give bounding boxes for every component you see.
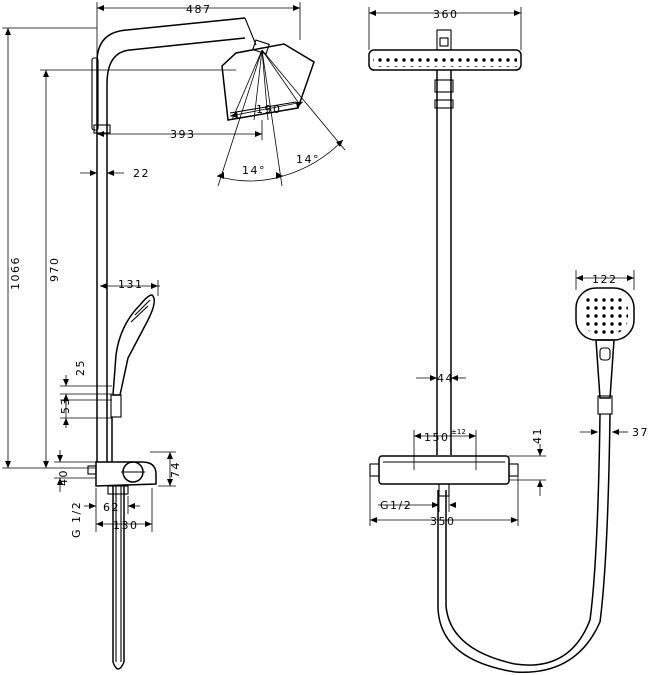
dimension-lines-handshower — [575, 270, 635, 435]
label-dim-41: 41 — [531, 427, 544, 444]
label-angle-left: 14° — [242, 164, 266, 177]
thermostat-side — [87, 461, 157, 495]
hand-shower-side — [110, 294, 155, 670]
label-inlet-thread-front: G1/2 — [380, 499, 412, 512]
label-inlet-thread-side: G 1/2 — [70, 501, 83, 538]
label-column-width: 44 — [437, 372, 454, 385]
thermostat-front — [369, 455, 519, 497]
label-pipe-diameter: 22 — [133, 167, 150, 180]
side-view: 487 393 190 14° 14° 22 1066 970 131 25 5… — [2, 2, 346, 670]
hand-shower-front: 122 37 — [437, 270, 649, 673]
label-head-offset: 393 — [170, 128, 196, 141]
label-arm-length: 487 — [186, 3, 212, 16]
overhead-shower-side — [221, 39, 315, 121]
front-view: 360 44 150 ±12 41 G1/2 350 — [368, 7, 546, 528]
label-head-height: 970 — [48, 257, 61, 283]
label-angle-right: 14° — [296, 153, 320, 166]
label-dim-40: 40 — [57, 469, 70, 486]
label-total-height: 1066 — [9, 256, 22, 290]
column-front — [434, 70, 454, 455]
label-dim-53: 53 — [59, 397, 72, 414]
label-holder-width: 37 — [632, 426, 649, 439]
label-inlet-tolerance: ±12 — [451, 428, 466, 436]
label-dim-25: 25 — [74, 359, 87, 376]
label-head-width-side: 190 — [256, 103, 282, 116]
overhead-shower-front — [368, 29, 522, 71]
label-handshower-head-width: 122 — [592, 273, 618, 286]
label-dim-62: 62 — [103, 501, 120, 514]
label-inlet-spacing: 150 — [424, 431, 450, 444]
label-head-width-front: 360 — [433, 8, 459, 21]
label-dim-74: 74 — [169, 461, 182, 478]
label-handshower-reach: 131 — [118, 278, 144, 291]
dimension-lines-side — [2, 2, 304, 532]
label-dim-130: 130 — [113, 519, 139, 532]
label-thermostat-width: 350 — [430, 515, 456, 528]
dimension-lines-front — [368, 7, 546, 526]
spray-angle-lines — [216, 49, 346, 187]
